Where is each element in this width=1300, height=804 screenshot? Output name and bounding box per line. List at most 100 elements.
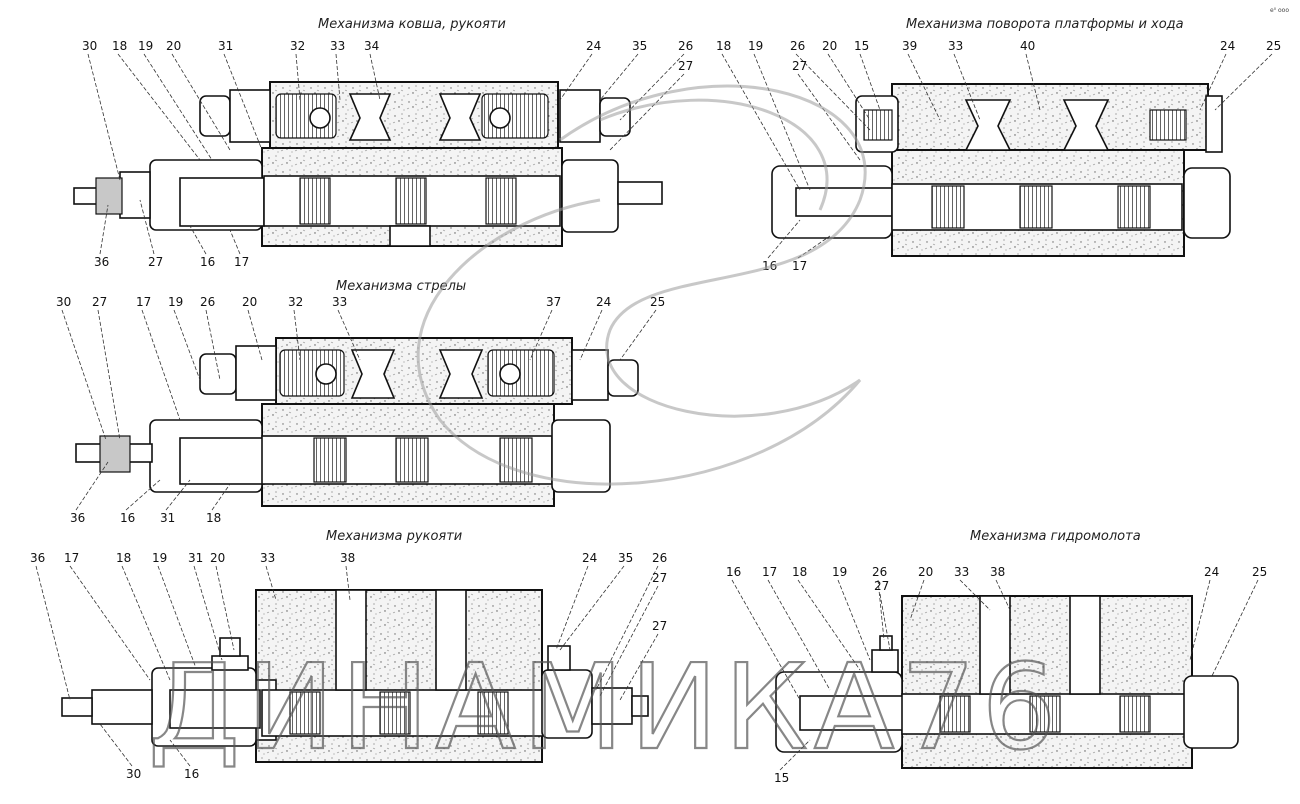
valve-boom: Механизма стрелы <box>75 279 639 507</box>
callout-label: 20 <box>242 295 257 309</box>
callout-leader <box>1214 53 1273 111</box>
callout-label: 19 <box>152 551 167 565</box>
callout-label: 17 <box>792 259 807 273</box>
callout-label: 16 <box>120 511 135 525</box>
callout-leader <box>837 579 871 661</box>
callout-label: 17 <box>234 255 249 269</box>
callout-label: 36 <box>70 511 85 525</box>
callout-leader <box>173 309 201 381</box>
callout-leader <box>1211 579 1259 677</box>
callout-leader <box>827 53 871 121</box>
callout-label: 27 <box>678 59 693 73</box>
callout-label: 19 <box>748 39 763 53</box>
callout-leader <box>69 565 151 681</box>
callout-label: 24 <box>586 39 601 53</box>
callout-leader <box>229 229 241 255</box>
valve-bucket-handle: Механизма ковша, рукояти <box>73 17 663 247</box>
callout-leader <box>731 579 801 701</box>
callout-leader <box>247 309 263 361</box>
callout-label: 15 <box>854 39 869 53</box>
valve-hammer: Механизма гидромолота <box>775 529 1239 769</box>
callout-label: 17 <box>64 551 79 565</box>
callout-leader <box>335 53 341 101</box>
callout-leader <box>599 53 639 101</box>
callout-leader <box>165 479 191 511</box>
callout-leader <box>295 53 301 101</box>
callout-leader <box>171 53 231 151</box>
callout-leader <box>75 461 109 511</box>
callout-leader <box>97 309 121 441</box>
callout-leader <box>619 633 659 701</box>
callout-label: 27 <box>792 59 807 73</box>
callout-label: 25 <box>1252 565 1267 579</box>
callout-label: 18 <box>116 551 131 565</box>
callout-label: 35 <box>618 551 633 565</box>
callout-leader <box>753 53 811 191</box>
callout-label: 24 <box>582 551 597 565</box>
callout-label: 15 <box>774 771 789 785</box>
callout-leader <box>559 53 593 101</box>
callout-leader <box>529 309 553 361</box>
callout-label: 33 <box>260 551 275 565</box>
callout-label: 24 <box>1220 39 1235 53</box>
callout-label: 32 <box>288 295 303 309</box>
callout-label: 40 <box>1020 39 1035 53</box>
callout-leader <box>767 579 831 691</box>
callout-label: 18 <box>206 511 221 525</box>
callout-leader <box>125 479 161 511</box>
callout-label: 20 <box>210 551 225 565</box>
corner-mark: e⁰ ооо <box>1270 7 1289 14</box>
title-handle: Механизма рукояти <box>326 529 462 544</box>
callout-leader <box>117 53 201 161</box>
callout-leader <box>907 53 941 121</box>
callout-leader <box>619 53 685 121</box>
callout-label: 33 <box>332 295 347 309</box>
callout-leader <box>959 579 991 611</box>
callout-leader <box>599 585 659 697</box>
callout-label: 38 <box>990 565 1005 579</box>
callout-label: 16 <box>184 767 199 781</box>
callout-label: 18 <box>112 39 127 53</box>
callout-label: 17 <box>136 295 151 309</box>
callout-label: 31 <box>188 551 203 565</box>
callout-leader <box>121 565 171 681</box>
title-hammer: Механизма гидромолота <box>970 529 1141 544</box>
callout-label: 20 <box>918 565 933 579</box>
watermark-swirl <box>416 84 867 486</box>
callout-leader <box>223 53 263 151</box>
callout-label: 33 <box>954 565 969 579</box>
callout-leader <box>189 225 207 255</box>
callout-leader <box>909 579 925 621</box>
callout-leader <box>143 53 213 161</box>
callout-label: 17 <box>762 565 777 579</box>
watermark: ДИНАМИКА76 e⁰ ооо <box>147 7 1289 777</box>
callout-label: 32 <box>290 39 305 53</box>
callout-label: 36 <box>30 551 45 565</box>
callout-leader <box>1199 53 1227 111</box>
callout-leader <box>87 53 121 181</box>
callout-label: 33 <box>948 39 963 53</box>
callout-label: 27 <box>92 295 107 309</box>
callout-label: 27 <box>652 571 667 585</box>
callout-label: 26 <box>872 565 887 579</box>
callout-label: 19 <box>138 39 153 53</box>
callout-label: 16 <box>200 255 215 269</box>
callout-label: 36 <box>94 255 109 269</box>
callout-leader <box>211 483 231 511</box>
callout-label: 34 <box>364 39 379 53</box>
callout-label: 30 <box>126 767 141 781</box>
callout-label: 38 <box>340 551 355 565</box>
callout-leader <box>337 309 361 361</box>
callout-label: 31 <box>160 511 175 525</box>
callout-label: 25 <box>650 295 665 309</box>
callout-leader <box>721 53 801 191</box>
callout-leader <box>215 565 235 651</box>
callout-leader <box>99 723 133 767</box>
callout-leader <box>35 565 71 701</box>
valve-swing-travel: Механизма поворота платформы и хода <box>771 17 1231 257</box>
callout-label: 31 <box>218 39 233 53</box>
callout-label: 39 <box>902 39 917 53</box>
callout-label: 18 <box>716 39 731 53</box>
callout-label: 33 <box>330 39 345 53</box>
